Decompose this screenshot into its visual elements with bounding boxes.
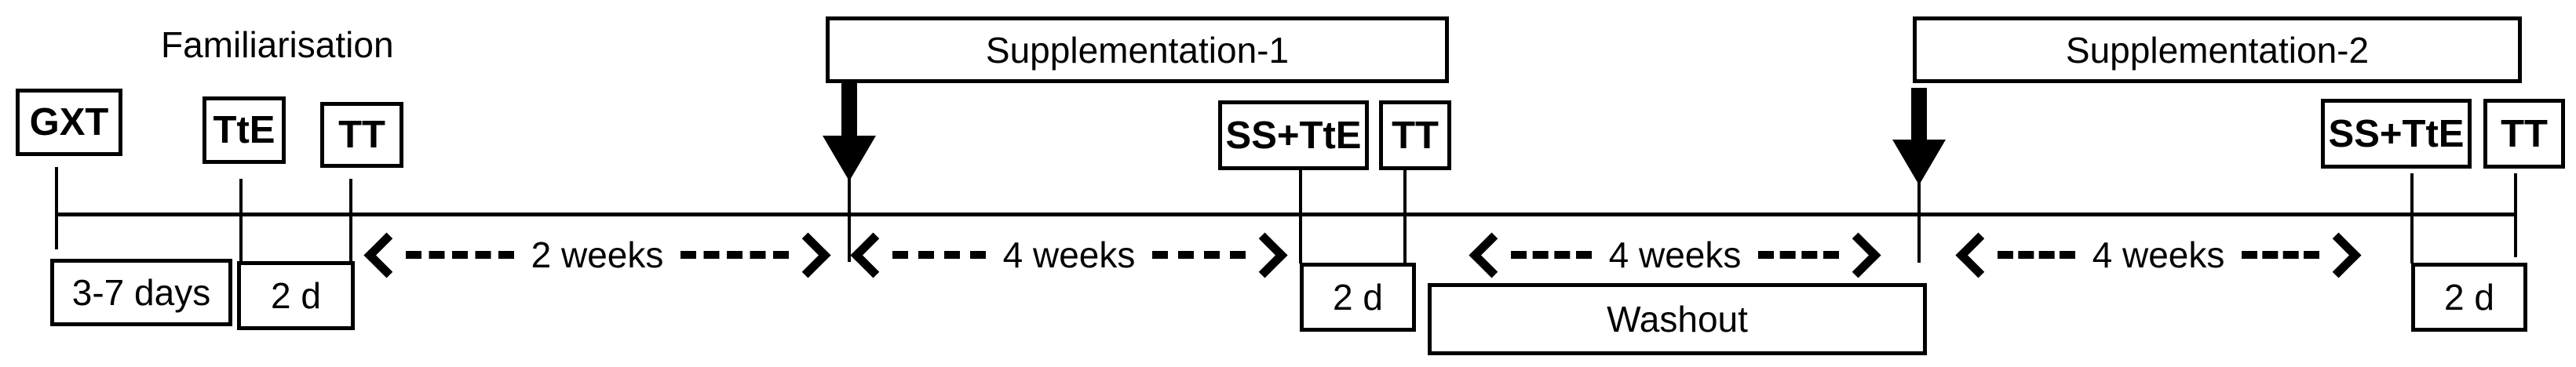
timeline-tick-tt1 <box>349 179 352 262</box>
test-box-sstte-supp2: SS+TtE <box>2321 99 2472 169</box>
down-arrow-shaft <box>1911 88 1927 141</box>
sstte-label-2: SS+TtE <box>2328 112 2465 155</box>
supplementation-2-label: Supplementation-2 <box>2065 29 2370 71</box>
interval-label-4-weeks-3: 4 weeks <box>2092 234 2225 275</box>
dashed-line <box>1758 251 1839 259</box>
down-arrow-head <box>823 136 876 181</box>
interval-label-4-weeks-2: 4 weeks <box>1608 234 1742 275</box>
test-box-gxt: GXT <box>16 89 122 156</box>
interval-label-4-weeks-1: 4 weeks <box>1002 234 1136 275</box>
dashed-line <box>406 251 514 259</box>
test-box-tt-familiarisation: TT <box>320 102 403 168</box>
down-arrow-shaft <box>841 82 857 137</box>
timeline-axis <box>55 213 2517 216</box>
chevron-left-icon <box>850 232 896 278</box>
dashed-line <box>1998 251 2075 259</box>
washout-label: Washout <box>1607 299 1748 340</box>
duration-2d-3: 2 d <box>2444 277 2494 318</box>
timeline-tick-supp2-start <box>1917 182 1921 263</box>
duration-2d-2: 2 d <box>1333 277 1383 318</box>
timeline-tick-supp1-start <box>848 176 851 262</box>
dashed-line <box>2242 251 2319 259</box>
duration-box-2d-2: 2 d <box>1300 263 1416 332</box>
gxt-label: GXT <box>29 101 109 144</box>
tt-label-1: TT <box>338 114 385 156</box>
duration-box-2d-3: 2 d <box>2411 263 2527 332</box>
chevron-left-icon <box>363 232 410 278</box>
familiarisation-label: Familiarisation <box>161 24 394 65</box>
washout-box: Washout <box>1428 283 1927 355</box>
tt-label-2: TT <box>1392 114 1439 157</box>
test-box-tte-familiarisation: TtE <box>203 96 286 164</box>
dashed-line <box>1152 251 1246 259</box>
test-box-tt-supp2: TT <box>2483 99 2565 169</box>
down-arrow-icon-supp1 <box>823 82 876 181</box>
supplementation-2-box: Supplementation-2 <box>1913 16 2522 83</box>
dashed-line <box>1511 251 1592 259</box>
timeline-tick-sstte1 <box>1299 170 1302 263</box>
interval-arrow-4-weeks-1: 4 weeks <box>850 232 1288 278</box>
chevron-right-icon <box>1242 232 1288 278</box>
sstte-label-1: SS+TtE <box>1225 114 1362 157</box>
tte-label: TtE <box>213 109 275 151</box>
interval-arrow-2-weeks: 2 weeks <box>363 232 831 278</box>
test-box-sstte-supp1: SS+TtE <box>1218 100 1369 170</box>
timeline-tick-sstte2 <box>2410 173 2414 263</box>
test-box-tt-supp1: TT <box>1379 100 1451 170</box>
chevron-left-icon <box>1469 232 1515 278</box>
dashed-line <box>892 251 986 259</box>
chevron-left-icon <box>1955 232 2001 278</box>
timeline-tick-tt3 <box>2514 173 2517 257</box>
chevron-right-icon <box>2315 232 2362 278</box>
interval-label-2-weeks: 2 weeks <box>531 234 664 275</box>
chevron-right-icon <box>1835 232 1881 278</box>
chevron-right-icon <box>785 232 831 278</box>
down-arrow-icon-supp2 <box>1892 88 1946 187</box>
tt-label-3: TT <box>2501 112 2548 155</box>
timeline-tick-tt2 <box>1403 170 1407 263</box>
dashed-line <box>680 251 789 259</box>
timeline-tick-gxt <box>55 167 58 249</box>
supplementation-1-box: Supplementation-1 <box>826 16 1449 83</box>
interval-arrow-4-weeks-3: 4 weeks <box>1955 232 2362 278</box>
timeline-tick-tte <box>239 179 243 263</box>
supplementation-1-label: Supplementation-1 <box>985 29 1290 71</box>
duration-3-7-days: 3-7 days <box>71 272 211 313</box>
down-arrow-head <box>1892 140 1946 185</box>
interval-arrow-4-weeks-2: 4 weeks <box>1469 232 1881 278</box>
duration-box-familiarisation: 3-7 days <box>50 259 232 326</box>
duration-box-2d-1: 2 d <box>237 261 355 330</box>
duration-2d-1: 2 d <box>271 275 321 316</box>
